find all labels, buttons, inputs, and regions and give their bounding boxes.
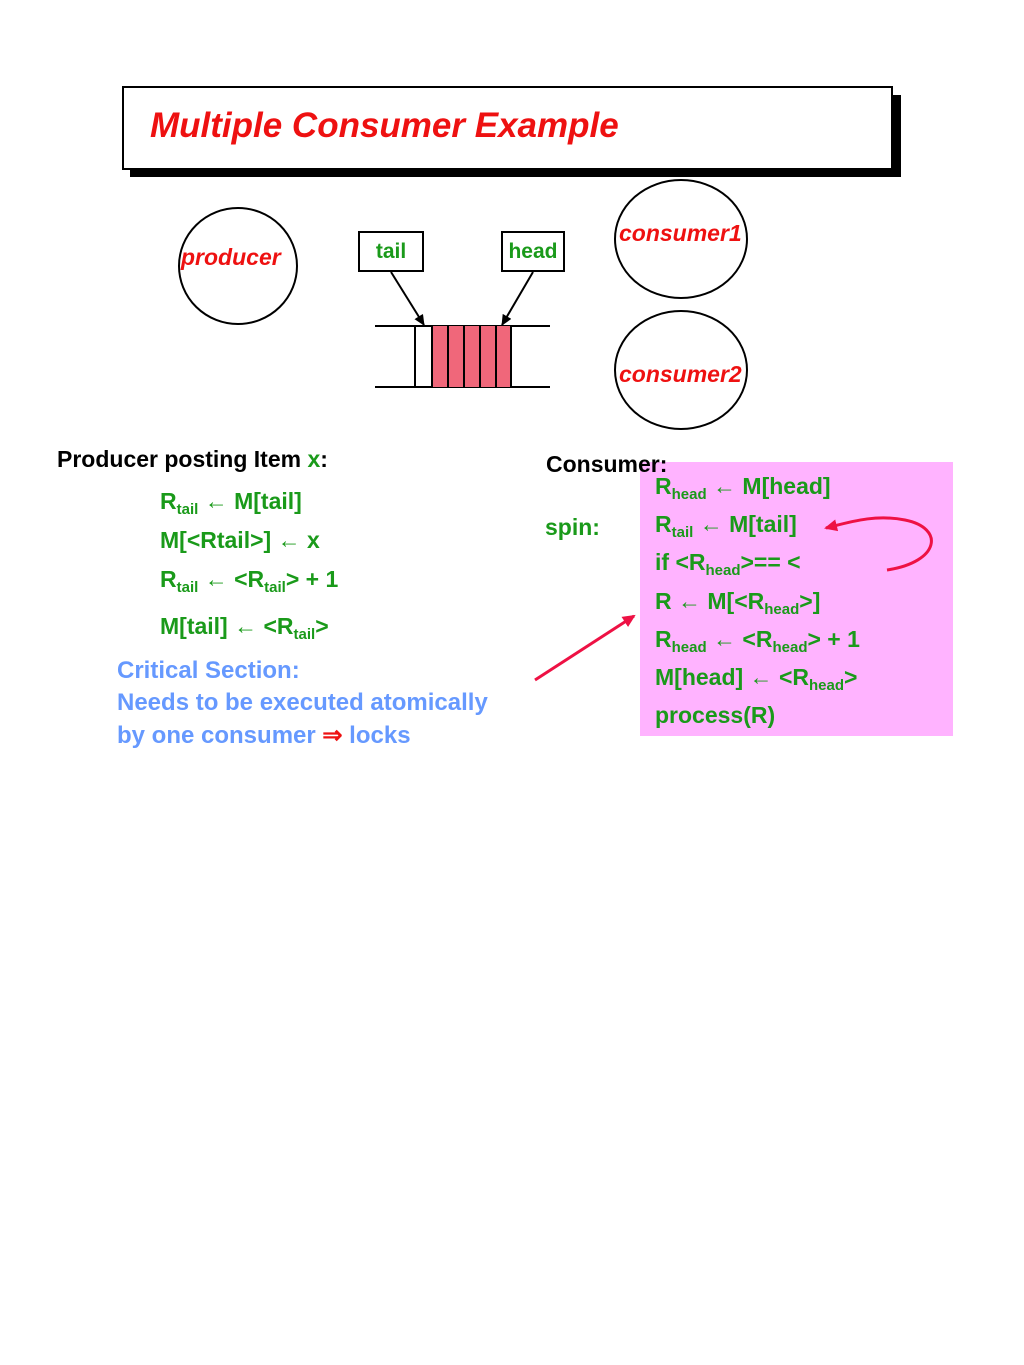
consumer-line-1: Rhead ← M[head] bbox=[655, 473, 831, 503]
producer-heading: Producer posting Item x: bbox=[57, 446, 328, 472]
consumer-line-5: Rhead ← <Rhead> + 1 bbox=[655, 626, 860, 656]
critical-section-title: Critical Section: bbox=[117, 657, 300, 684]
queue-diagram bbox=[178, 179, 748, 430]
annotation-arrows bbox=[534, 516, 933, 682]
critical-section-line3: by one consumer ⇒ locks bbox=[117, 722, 411, 749]
queue-filled-slots bbox=[432, 326, 511, 387]
consumer-line-3: if <Rhead>== < bbox=[655, 549, 801, 579]
title-box bbox=[122, 86, 893, 170]
consumer-code-panel bbox=[640, 462, 953, 736]
producer-label: producer bbox=[181, 244, 281, 270]
consumer2-circle bbox=[614, 310, 748, 430]
queue bbox=[375, 325, 550, 388]
tail-pointer-box: tail bbox=[358, 231, 424, 272]
producer-line-2: M[<Rtail>] ← x bbox=[160, 527, 320, 553]
consumer-line-7: process(R) bbox=[655, 702, 776, 728]
producer-line-3: Rtail ← <Rtail> + 1 bbox=[160, 566, 339, 596]
tail-pointer-arrow bbox=[390, 271, 425, 326]
consumer-heading: Consumer: bbox=[546, 451, 668, 477]
producer-circle bbox=[178, 207, 298, 325]
consumer1-label: consumer1 bbox=[619, 220, 742, 246]
critical-section-line2: Needs to be executed atomically bbox=[117, 689, 488, 716]
consumer-line-2: Rtail ← M[tail] bbox=[655, 511, 797, 541]
head-pointer-box: head bbox=[501, 231, 565, 272]
spin-label: spin: bbox=[545, 514, 600, 540]
implies-arrow-icon: ⇒ bbox=[322, 722, 343, 749]
consumer1-circle bbox=[614, 179, 748, 299]
head-pointer-arrow bbox=[501, 271, 534, 326]
consumer-line-4: R ← M[<Rhead>] bbox=[655, 588, 821, 618]
consumer-line-6: M[head] ← <Rhead> bbox=[655, 664, 858, 694]
slide-title: Multiple Consumer Example bbox=[150, 106, 619, 145]
critical-section-arrow bbox=[534, 614, 636, 682]
producer-line-4: M[tail] ← <Rtail> bbox=[160, 613, 329, 643]
producer-line-1: Rtail ← M[tail] bbox=[160, 488, 302, 518]
spin-loop-arrow bbox=[824, 516, 933, 572]
consumer2-label: consumer2 bbox=[619, 361, 742, 387]
